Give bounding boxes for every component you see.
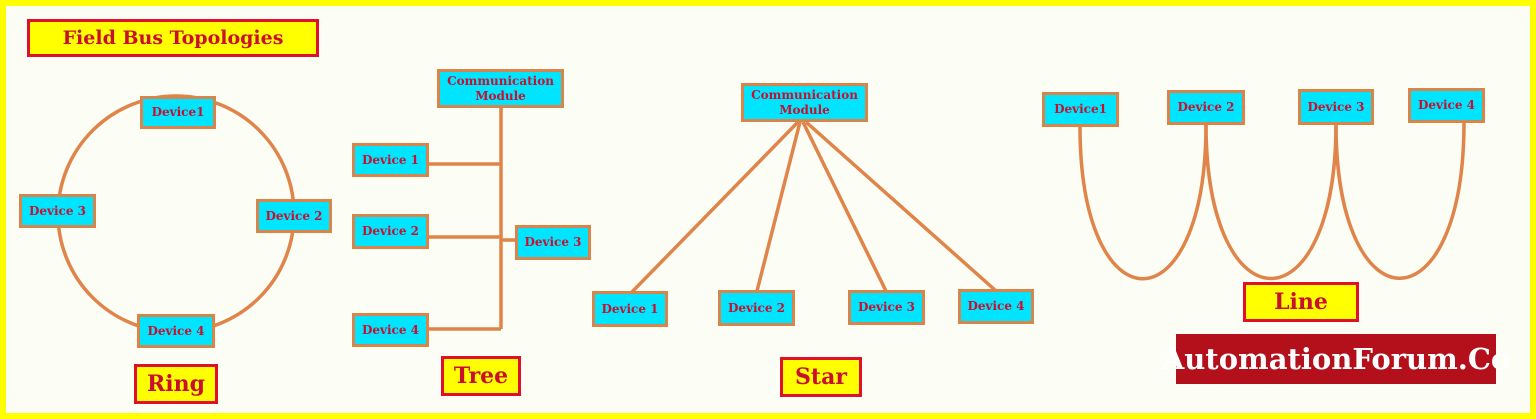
line-device-1: Device1 [1042, 92, 1119, 127]
line-device-4: Device 4 [1408, 88, 1485, 123]
page-title: Field Bus Topologies [27, 19, 319, 57]
line-loop-2 [1204, 123, 1338, 281]
star-link-1 [630, 120, 800, 294]
star-device-4: Device 4 [958, 289, 1034, 324]
star-device-1: Device 1 [592, 291, 668, 327]
star-device-2: Device 2 [718, 290, 795, 326]
star-link-4 [804, 120, 997, 292]
line-device-3: Device 3 [1298, 89, 1374, 125]
star-device-3: Device 3 [848, 290, 925, 325]
tree-device-1: Device 1 [352, 143, 429, 177]
ring-device-3: Device 3 [19, 194, 96, 228]
star-link-3 [801, 121, 888, 292]
line-loop-1 [1078, 123, 1208, 281]
tree-communication-module: Communication Module [437, 69, 564, 108]
ring-caption: Ring [134, 364, 218, 404]
star-link-2 [755, 121, 802, 292]
tree-caption: Tree [441, 356, 521, 396]
tree-device-3: Device 3 [515, 225, 591, 260]
tree-device-4: Device 4 [352, 313, 429, 347]
line-caption: Line [1243, 282, 1359, 322]
line-loop-3 [1334, 121, 1466, 280]
star-communication-module: Communication Module [741, 83, 868, 122]
ring-device-1: Device1 [140, 96, 216, 129]
star-caption: Star [780, 357, 862, 397]
tree-device-2: Device 2 [352, 214, 429, 249]
line-device-2: Device 2 [1167, 90, 1245, 125]
ring-device-2: Device 2 [256, 199, 332, 233]
ring-device-4: Device 4 [137, 314, 215, 348]
brand-logo: AutomationForum.Co [1162, 334, 1510, 384]
